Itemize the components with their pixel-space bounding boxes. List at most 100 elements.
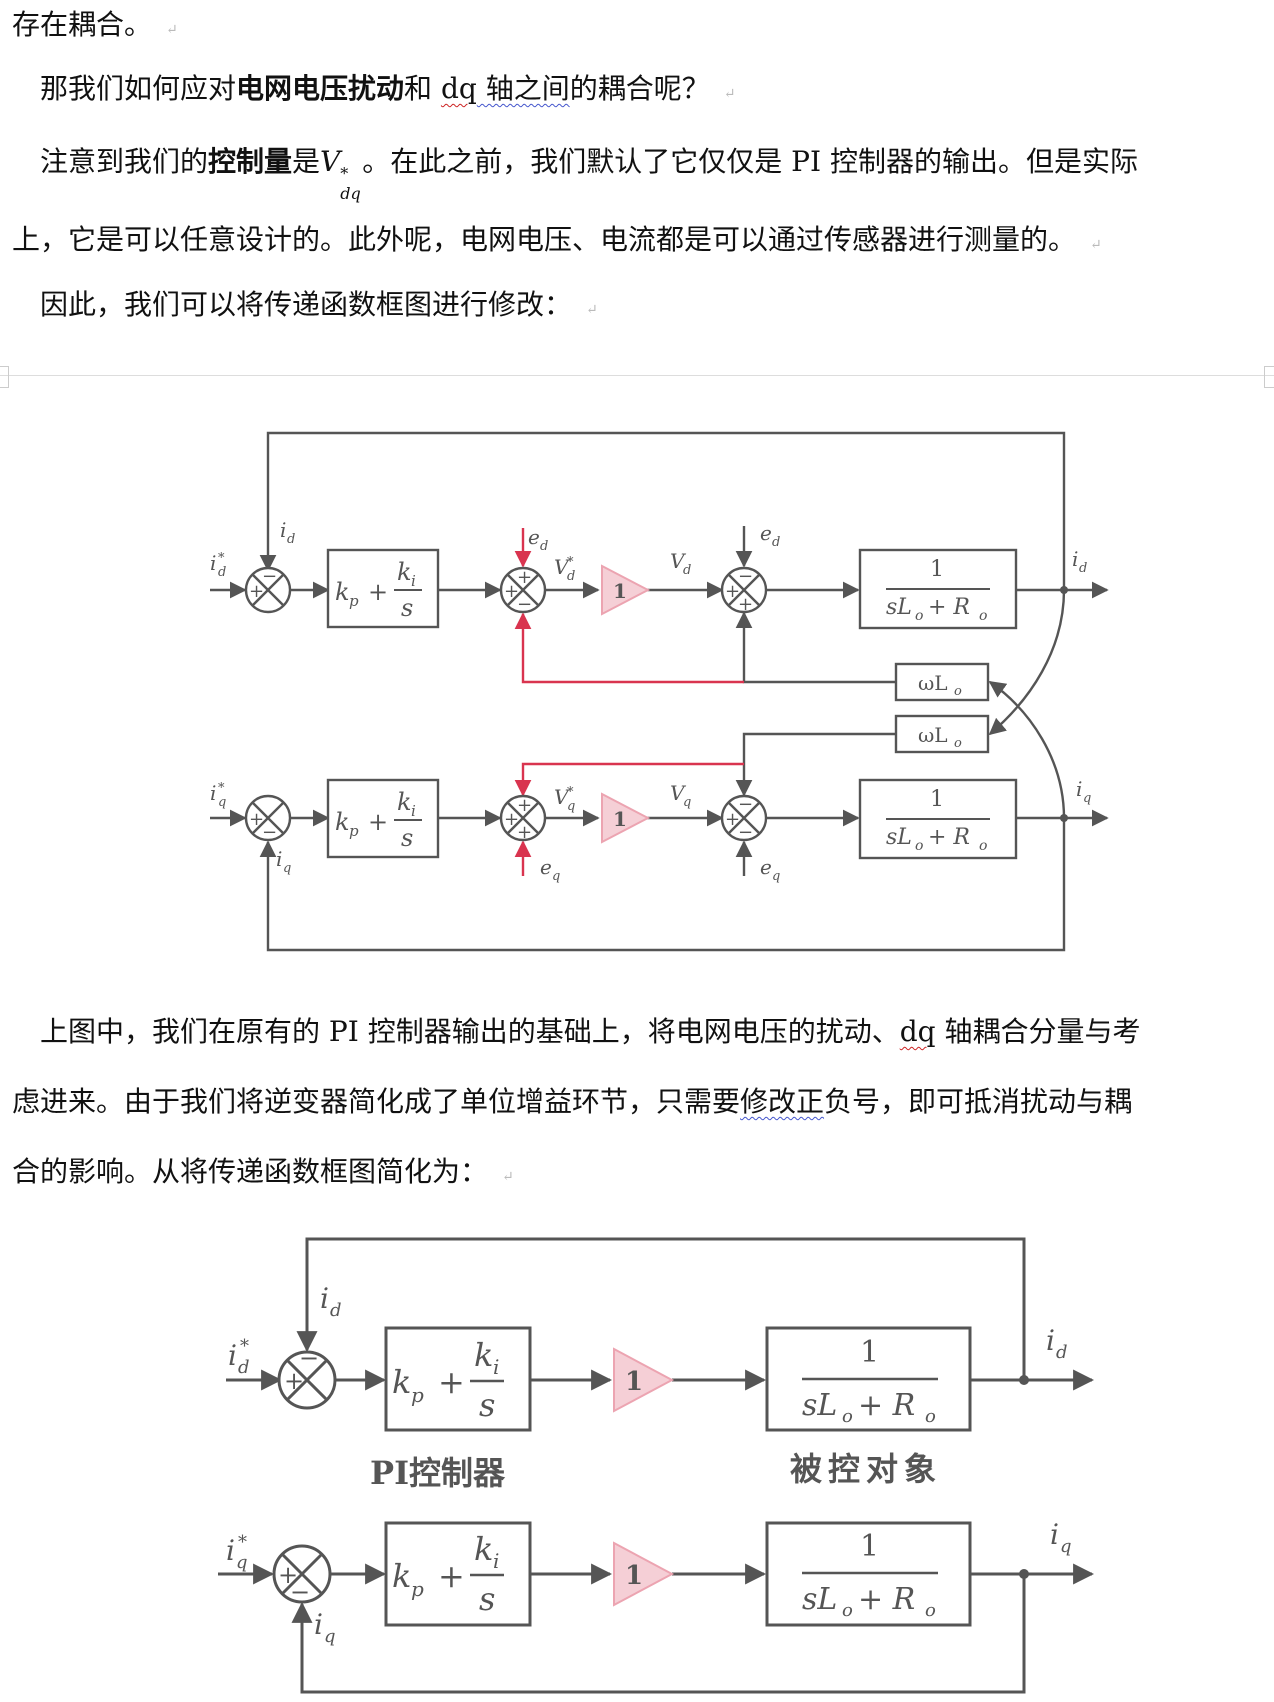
pi-block-d [384, 1326, 532, 1432]
sign: + [504, 809, 519, 830]
sup: * [218, 551, 225, 566]
sup: * [567, 785, 574, 800]
plus: + [368, 578, 388, 606]
grammar-check-word: 修改正 [740, 1085, 825, 1118]
text: 因此，我们可以将传递函数框图进行修改： [40, 288, 573, 321]
sub: q [1060, 1536, 1072, 1557]
sign: + [504, 581, 519, 602]
spellcheck-word: dq [899, 1015, 936, 1048]
text: 上，它是可以任意设计的。此外呢，电网电压、电流都是可以通过传感器进行测量的。 [12, 223, 1077, 256]
iq-feedback-line [291, 1574, 1026, 1694]
iq-junction [1060, 814, 1068, 822]
eq-ff-label: e [540, 855, 552, 879]
bold-text: 控制量 [208, 145, 293, 178]
sub: p [349, 822, 359, 840]
wLo-q-to-sum3q-line [735, 732, 895, 797]
gain-q [613, 1541, 675, 1607]
sign: + [249, 809, 264, 830]
math-sub: dq [340, 184, 361, 203]
gain-d [601, 564, 651, 616]
sub: q [236, 1552, 248, 1573]
paragraph-mark: ↵ [166, 22, 178, 38]
plus: + [438, 1363, 465, 1401]
sub: q [552, 869, 560, 884]
sign: + [284, 1367, 304, 1395]
iq-feedback-line [259, 818, 1066, 952]
id-feedback-line [296, 1237, 1026, 1380]
plant-d-formula: 1 sL o + R o [802, 1335, 938, 1427]
sub: q [683, 795, 691, 810]
sign: − [738, 822, 753, 843]
den: + R [858, 1582, 915, 1617]
wLo-q-label: ωL [918, 723, 948, 747]
den: sL [802, 1582, 837, 1617]
id-ref-label: i [210, 551, 216, 575]
sign: − [738, 794, 753, 815]
id-junction [1019, 1375, 1029, 1385]
sub: d [567, 569, 575, 584]
gain-d-value: 1 [625, 1367, 643, 1397]
sign: − [290, 1578, 310, 1606]
sub: q [1083, 791, 1091, 806]
text: 轴耦合分量与考 [935, 1015, 1141, 1048]
iq-junction [1019, 1569, 1029, 1579]
sub: i [411, 572, 416, 590]
den: sL [802, 1388, 837, 1423]
num: 1 [860, 1335, 879, 1370]
text: 和 [404, 72, 441, 105]
ed-label: e [760, 521, 772, 545]
id-junction [1060, 586, 1068, 594]
grammar-check-word: 轴之间 [476, 72, 570, 105]
pi-q-formula: k p + k i s [335, 788, 422, 852]
sub: o [925, 1600, 936, 1621]
iq-fb-label: i [276, 847, 282, 871]
sub: o [842, 1406, 853, 1427]
kp: k [335, 808, 350, 836]
den: + R [928, 595, 970, 620]
sign: + [725, 581, 740, 602]
wLo-q-feedforward-line [514, 762, 744, 797]
num: 1 [860, 1529, 879, 1564]
sub: q [567, 799, 575, 814]
paragraph-mark: ↵ [502, 1169, 514, 1185]
text: 合的影响。从将传递函数框图简化为： [12, 1155, 489, 1188]
iq-out-label: i [1076, 777, 1082, 801]
sub: i [411, 802, 416, 820]
den: + R [928, 825, 970, 850]
sign: − [738, 566, 753, 587]
pi-block-q [384, 1521, 532, 1627]
math-V: V [320, 145, 341, 178]
sub: d [238, 1357, 250, 1378]
sup: * [238, 1532, 247, 1553]
sign: + [725, 809, 740, 830]
vq-star-label: V [554, 785, 571, 809]
id-feedback-line [259, 431, 1066, 590]
wLo-block-q [894, 714, 990, 754]
vq-label: V [670, 781, 687, 805]
plant-q-formula: 1 sL o + R o [886, 787, 990, 854]
ki: k [397, 558, 412, 586]
s: s [401, 824, 413, 852]
sum-id-error [277, 1350, 337, 1410]
plant-d-formula: 1 sL o + R o [886, 557, 990, 624]
paragraph-7: 合的影响。从将传递函数框图简化为： ↵ [12, 1155, 1274, 1194]
paragraph-4: 因此，我们可以将传递函数框图进行修改：↵ [40, 288, 1274, 327]
page-corner-right [1264, 366, 1274, 388]
wLo-d-label: ωL [918, 671, 948, 695]
gain-q-value: 1 [625, 1561, 643, 1591]
gain-d [613, 1347, 675, 1413]
sub: d [683, 563, 691, 578]
sub: o [925, 1406, 936, 1427]
sub: q [283, 861, 291, 876]
paragraph-mark: ↵ [1090, 237, 1102, 253]
id-out-label: i [1072, 547, 1078, 571]
paragraph-0: 存在耦合。↵ [12, 8, 1274, 47]
text: 注意到我们的 [40, 145, 209, 178]
sum-vd-plant [720, 566, 768, 614]
pi-d-formula: k p + k i s [335, 558, 422, 622]
sub: d [772, 535, 780, 550]
sub: o [842, 1600, 853, 1621]
sum-iq-error [272, 1544, 332, 1604]
ki: k [474, 1530, 493, 1568]
wLo-d-feedforward-line [514, 612, 744, 684]
